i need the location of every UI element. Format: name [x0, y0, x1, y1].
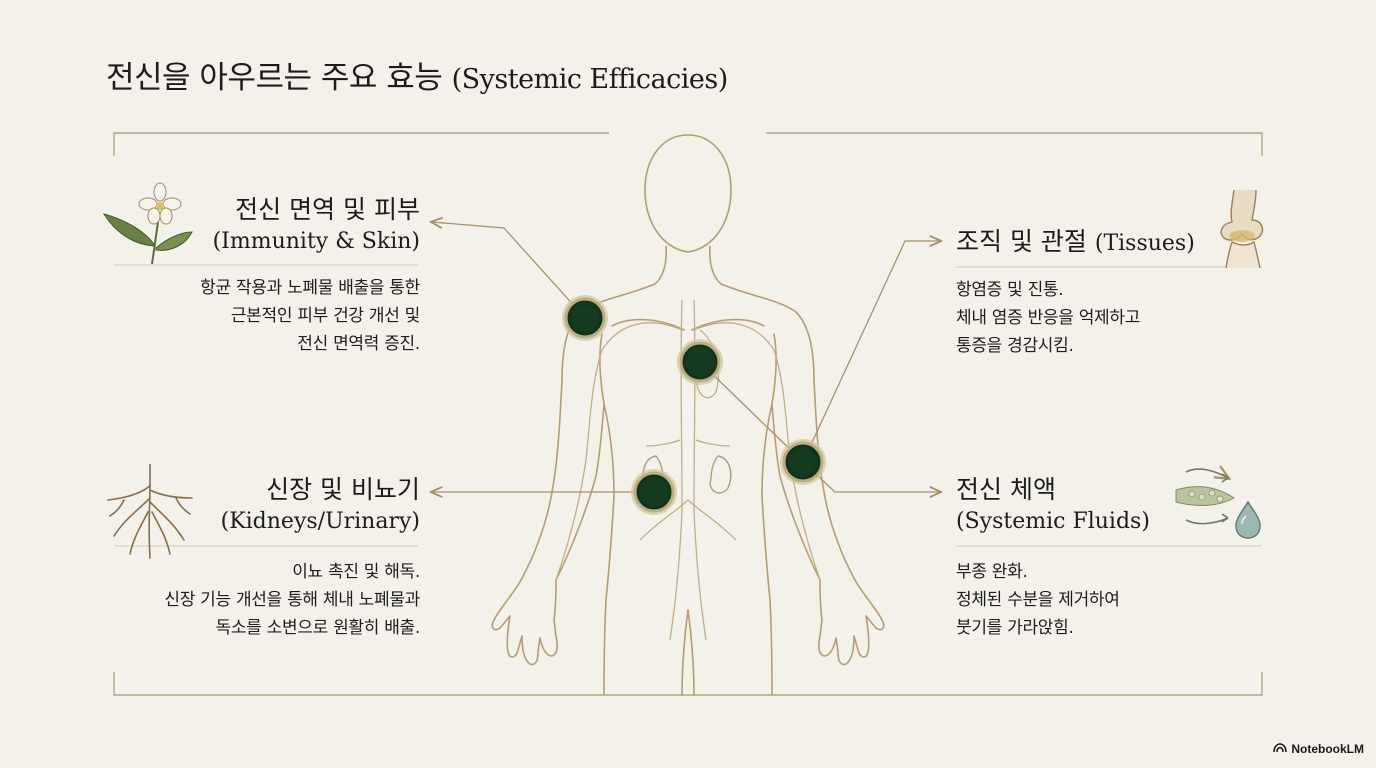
marker-heart: [677, 339, 723, 385]
frame-top-left: [113, 132, 609, 156]
immunity-line-2: 근본적인 피부 건강 개선 및: [230, 306, 420, 326]
human-body-outline: [491, 134, 885, 696]
marker-shoulder: [562, 295, 608, 341]
fluids-heading-ko: 전신 체액: [956, 475, 1056, 504]
immunity-description: 항균 작용과 노폐물 배출을 통한 근본적인 피부 건강 개선 및 전신 면역력…: [200, 274, 420, 358]
roots-icon: [104, 463, 194, 560]
marker-arm: [780, 439, 826, 485]
kidneys-description: 이뇨 촉진 및 해독. 신장 기능 개선을 통해 체내 노폐물과 독소를 소변으…: [164, 558, 420, 642]
title-english: (Systemic Efficacies): [451, 64, 729, 95]
fluids-heading: 전신 체액 (Systemic Fluids): [956, 474, 1150, 538]
tissues-heading: 조직 및 관절 (Tissues): [956, 226, 1195, 260]
tissues-line-2: 체내 염증 반응을 억제하고: [956, 308, 1141, 328]
kidneys-line-3: 독소를 소변으로 원활히 배출.: [215, 618, 421, 638]
fluids-line-3: 붓기를 가라앉힘.: [956, 618, 1074, 638]
tissues-heading-ko: 조직 및 관절: [956, 227, 1087, 256]
immunity-line-1: 항균 작용과 노폐물 배출을 통한: [200, 278, 420, 298]
marker-kidney: [631, 469, 677, 515]
page-title: 전신을 아우르는 주요 효능 (Systemic Efficacies): [106, 52, 728, 97]
frame-top-right: [766, 132, 1263, 156]
fluids-line-1: 부종 완화.: [956, 562, 1028, 582]
kidneys-heading-ko: 신장 및 비뇨기: [266, 475, 420, 504]
immunity-line-3: 전신 면역력 증진.: [297, 334, 420, 354]
kidneys-heading-en: (Kidneys/Urinary): [220, 509, 420, 534]
brand-label: NotebookLM: [1291, 742, 1364, 756]
immunity-heading-en: (Immunity & Skin): [212, 229, 420, 254]
tissues-heading-en: (Tissues): [1094, 231, 1195, 256]
tissues-description: 항염증 및 진통. 체내 염증 반응을 억제하고 통증을 경감시킴.: [956, 276, 1140, 360]
title-korean: 전신을 아우르는 주요 효능: [106, 60, 443, 96]
joint-icon: [1212, 189, 1272, 269]
fluids-description: 부종 완화. 정체된 수분을 제거하여 붓기를 가라앉힘.: [956, 558, 1120, 642]
water-drop-icon: [1172, 462, 1264, 542]
fluids-line-2: 정체된 수분을 제거하여: [956, 590, 1120, 610]
immunity-heading: 전신 면역 및 피부 (Immunity & Skin): [213, 194, 420, 258]
notebooklm-logo-icon: [1273, 742, 1288, 756]
tissues-line-3: 통증을 경감시킴.: [956, 336, 1074, 356]
immunity-heading-ko: 전신 면역 및 피부: [235, 195, 420, 224]
brand-watermark: NotebookLM: [1273, 742, 1364, 756]
fluids-heading-en: (Systemic Fluids): [956, 509, 1150, 534]
kidneys-line-1: 이뇨 촉진 및 해독.: [292, 562, 420, 582]
kidneys-line-2: 신장 기능 개선을 통해 체내 노폐물과: [164, 590, 420, 610]
kidneys-heading: 신장 및 비뇨기 (Kidneys/Urinary): [221, 474, 420, 538]
flower-icon: [100, 182, 194, 266]
frame-bottom: [113, 672, 1263, 696]
tissues-line-1: 항염증 및 진통.: [956, 280, 1064, 300]
